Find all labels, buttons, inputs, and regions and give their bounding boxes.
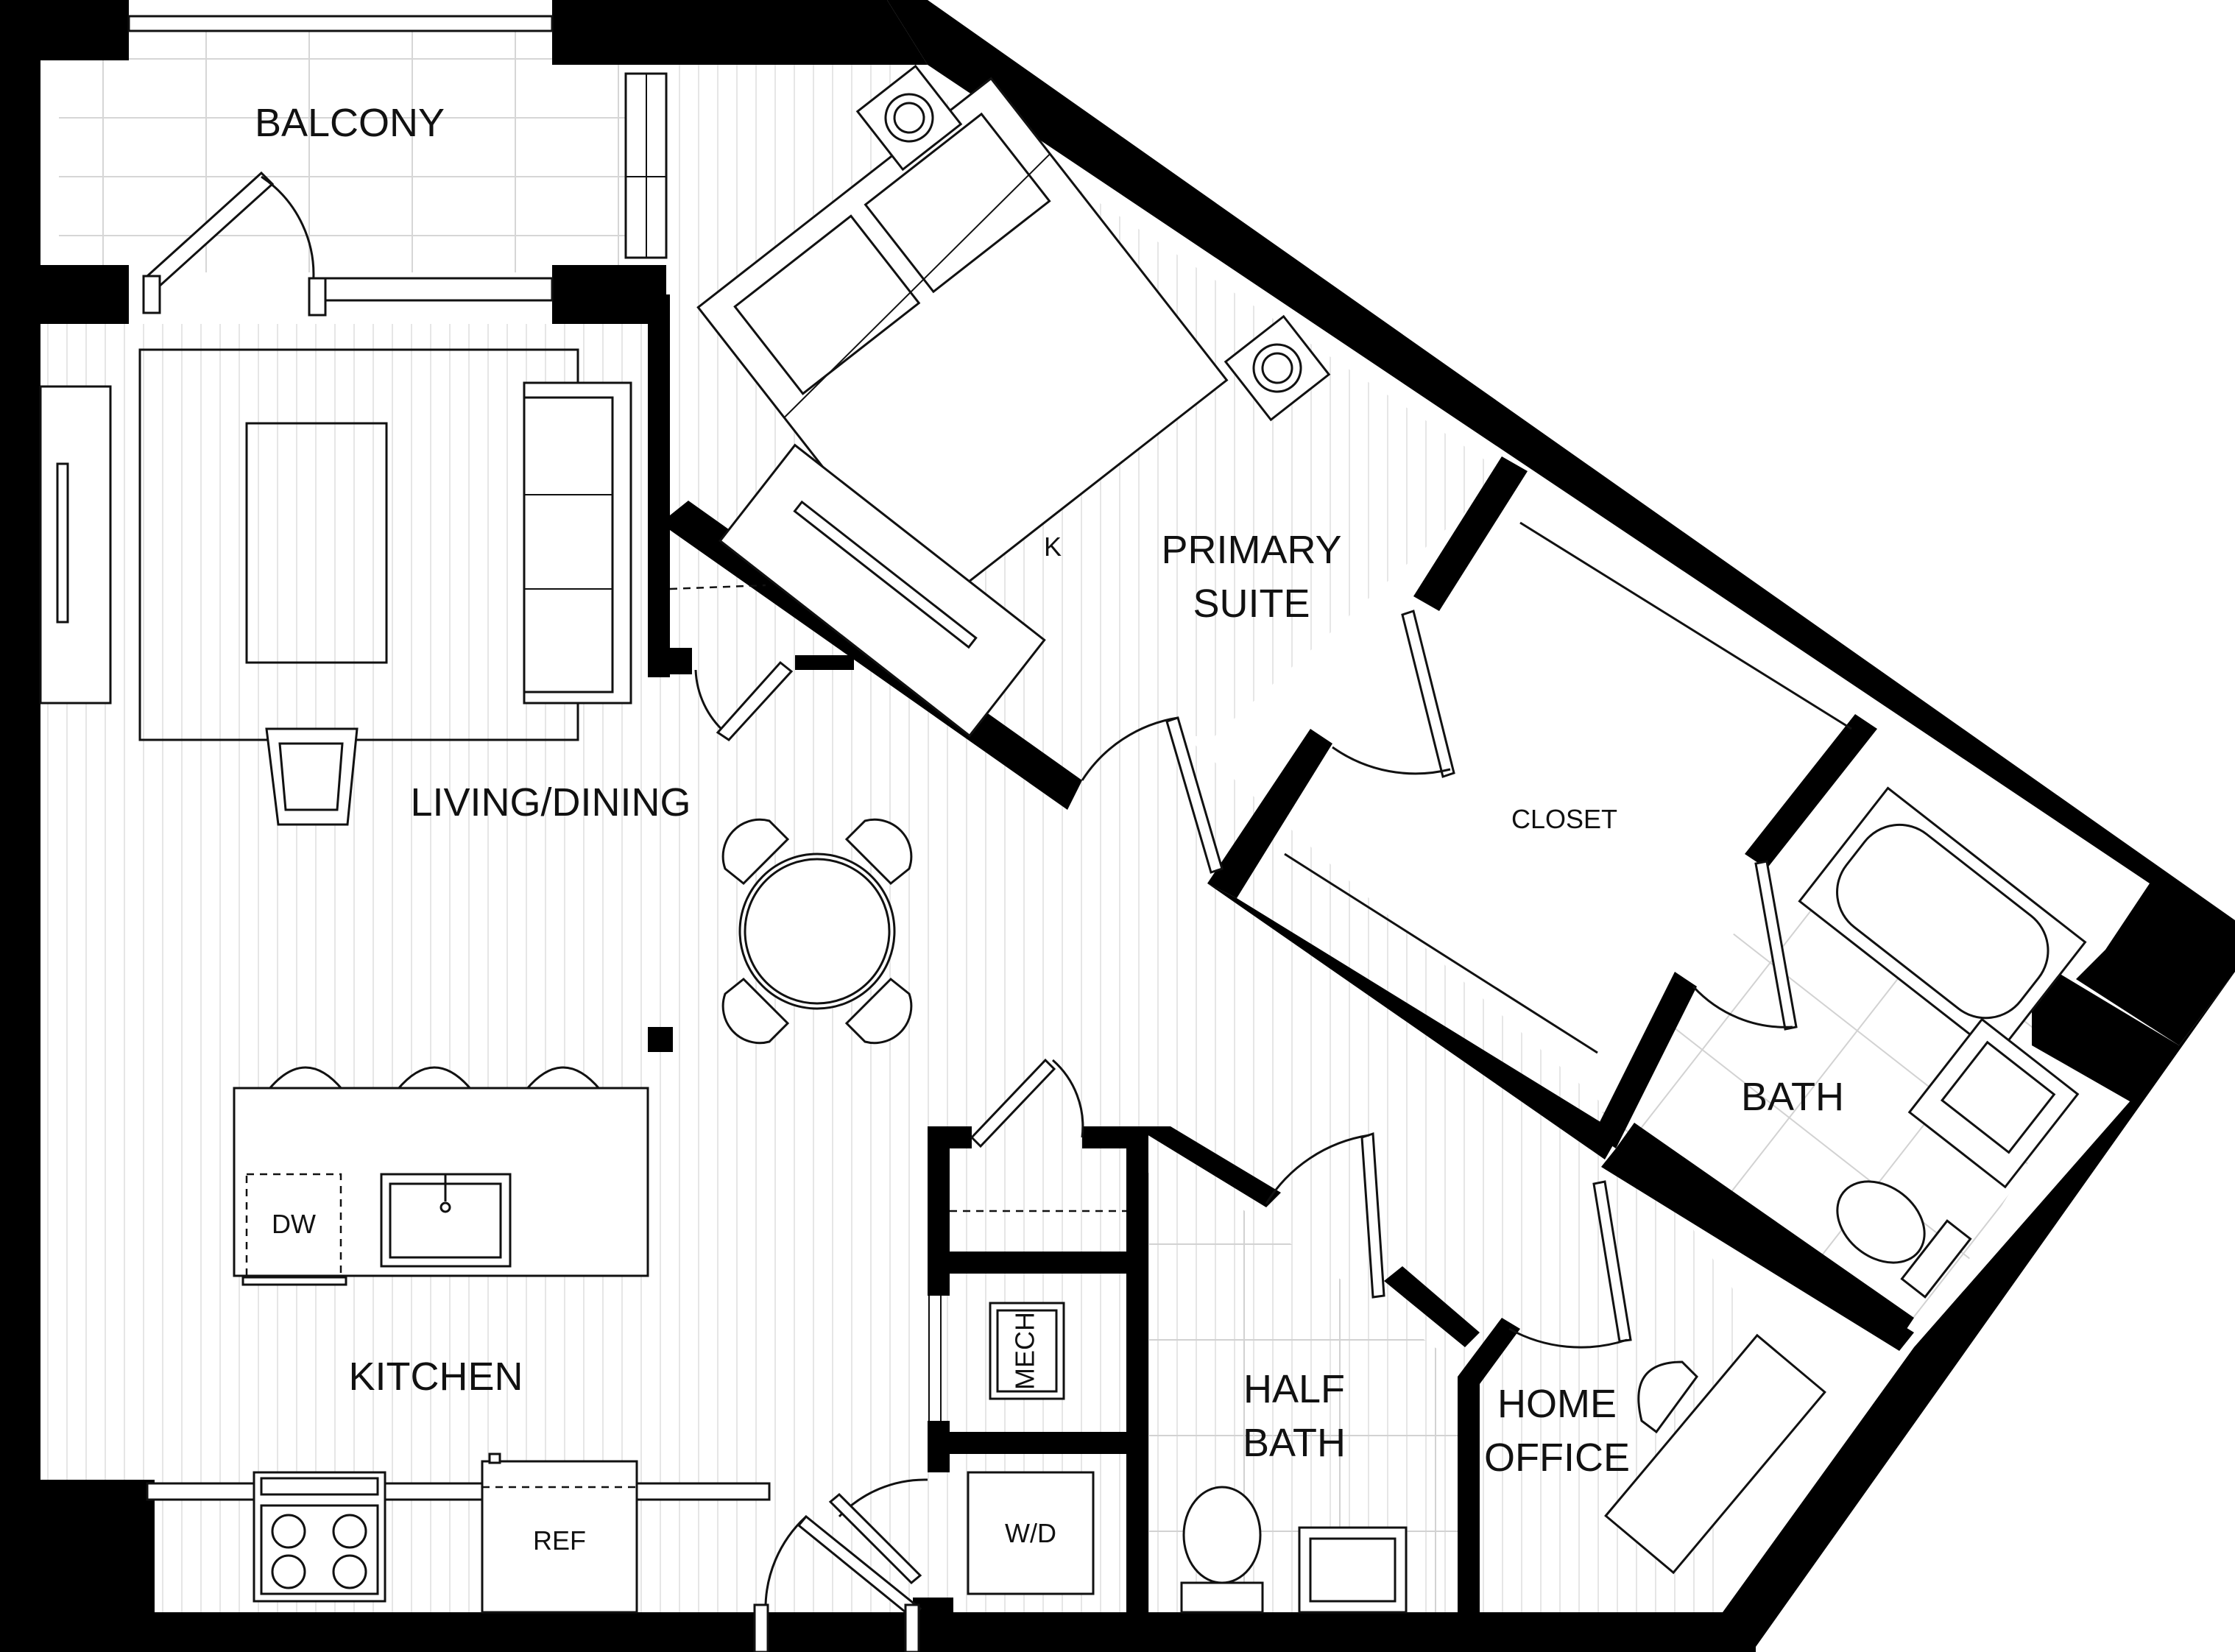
label-home-office-2: OFFICE xyxy=(1484,1436,1630,1480)
label-dishwasher: DW xyxy=(272,1209,316,1239)
furniture xyxy=(138,64,2087,1614)
label-half-bath-2: BATH xyxy=(1243,1421,1346,1465)
label-bath: BATH xyxy=(1741,1075,1844,1119)
label-half-bath-1: HALF xyxy=(1243,1367,1345,1411)
label-refrigerator: REF xyxy=(533,1525,586,1556)
label-primary-suite-2: SUITE xyxy=(1193,582,1310,626)
label-closet: CLOSET xyxy=(1511,804,1617,834)
label-bed-size: K xyxy=(1044,532,1062,562)
label-kitchen: KITCHEN xyxy=(348,1355,523,1399)
doors xyxy=(142,171,1798,1652)
label-mech: MECH xyxy=(1010,1312,1040,1390)
fixture-labels: K DW MECH W/D REF xyxy=(272,532,1062,1556)
label-home-office-1: HOME xyxy=(1497,1382,1617,1426)
room-labels: BALCONY PRIMARY SUITE LIVING/DINING CLOS… xyxy=(255,101,1844,1480)
label-living-dining: LIVING/DINING xyxy=(410,780,691,825)
label-primary-suite-1: PRIMARY xyxy=(1161,528,1341,572)
label-balcony: BALCONY xyxy=(255,101,445,145)
label-washer-dryer: W/D xyxy=(1005,1518,1056,1548)
